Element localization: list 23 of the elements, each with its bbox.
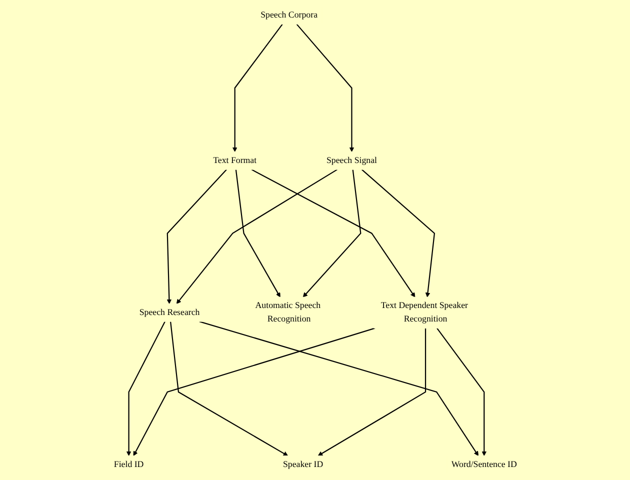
arrow — [250, 169, 415, 298]
node-text: Speech Corpora — [260, 10, 318, 20]
arrow — [170, 321, 288, 456]
arrow — [296, 24, 354, 152]
node-text: Automatic Speech Recognition — [254, 301, 320, 324]
arrow — [166, 169, 227, 304]
node-text: Speech Signal — [326, 156, 377, 166]
node-text: Text Format — [212, 156, 256, 166]
arrow — [198, 321, 478, 456]
arrow — [126, 321, 166, 456]
arrow — [132, 328, 375, 456]
arrow — [176, 169, 338, 304]
node-text: Word/Sentence ID — [450, 460, 517, 470]
node-text: Speaker ID — [282, 460, 323, 470]
arrow — [302, 169, 361, 298]
node-text: Text Dependent Speaker Recognition — [380, 301, 468, 324]
node-text: Field ID — [113, 460, 144, 470]
arrow — [234, 169, 280, 298]
node-text: Speech Research — [138, 308, 200, 318]
arrow — [361, 169, 435, 298]
arrow — [317, 328, 426, 456]
arrow — [436, 328, 486, 456]
arrow — [232, 24, 282, 152]
